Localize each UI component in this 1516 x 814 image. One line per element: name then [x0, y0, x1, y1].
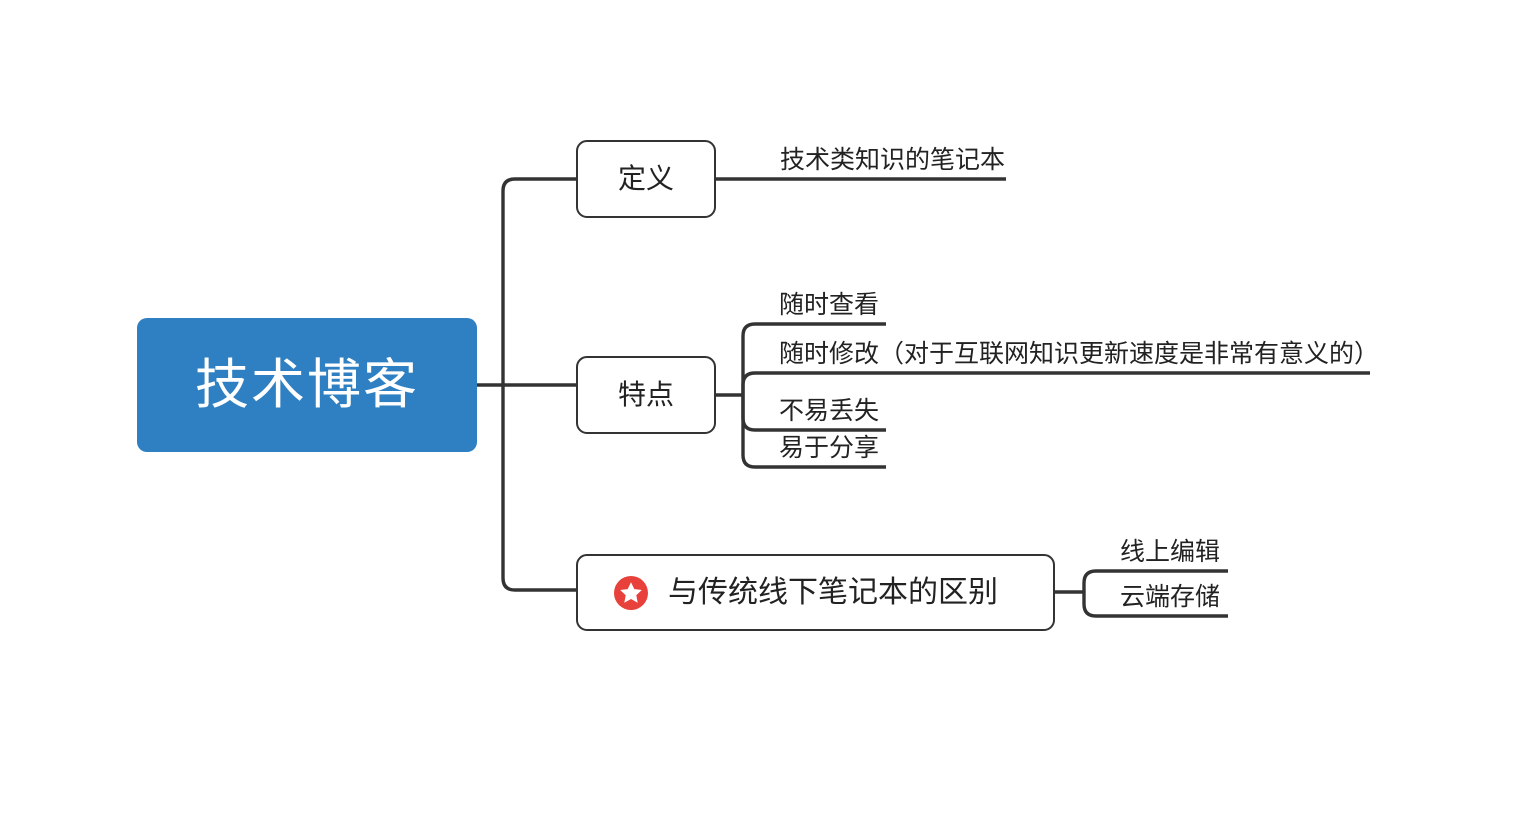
leaf-features-4[interactable]: 易于分享 [779, 429, 886, 467]
leaf-features-3-label: 不易丢失 [779, 397, 880, 425]
leaf-features-1[interactable]: 随时查看 [779, 286, 886, 324]
branch-node-features[interactable]: 特点 [576, 356, 716, 434]
leaf-difference-2-label: 云端存储 [1120, 583, 1221, 611]
leaf-features-1-label: 随时查看 [779, 291, 880, 319]
leaf-difference-1-label: 线上编辑 [1120, 538, 1221, 566]
branch-node-definition[interactable]: 定义 [576, 140, 716, 218]
leaf-features-3[interactable]: 不易丢失 [779, 392, 886, 430]
leaf-definition-1-label: 技术类知识的笔记本 [780, 146, 1006, 174]
leaf-features-2[interactable]: 随时修改（对于互联网知识更新速度是非常有意义的） [779, 335, 1379, 373]
branch-node-difference-label: 与传统线下笔记本的区别 [668, 575, 998, 609]
root-node[interactable]: 技术博客 [137, 318, 477, 452]
leaf-features-2-label: 随时修改（对于互联网知识更新速度是非常有意义的） [779, 340, 1380, 368]
trunk-to-definition [501, 177, 576, 385]
star-icon [614, 575, 648, 610]
root-node-label: 技术博客 [195, 355, 419, 415]
leaf-difference-2[interactable]: 云端存储 [1120, 578, 1228, 616]
leaf-definition-1[interactable]: 技术类知识的笔记本 [780, 140, 1006, 179]
trunk-to-difference [501, 385, 576, 592]
leaf-difference-1[interactable]: 线上编辑 [1120, 533, 1228, 571]
leaf-features-4-label: 易于分享 [779, 434, 880, 462]
branch-node-definition-label: 定义 [617, 163, 674, 194]
branch-node-features-label: 特点 [617, 379, 674, 410]
branch-node-difference[interactable]: 与传统线下笔记本的区别 [576, 554, 1055, 631]
